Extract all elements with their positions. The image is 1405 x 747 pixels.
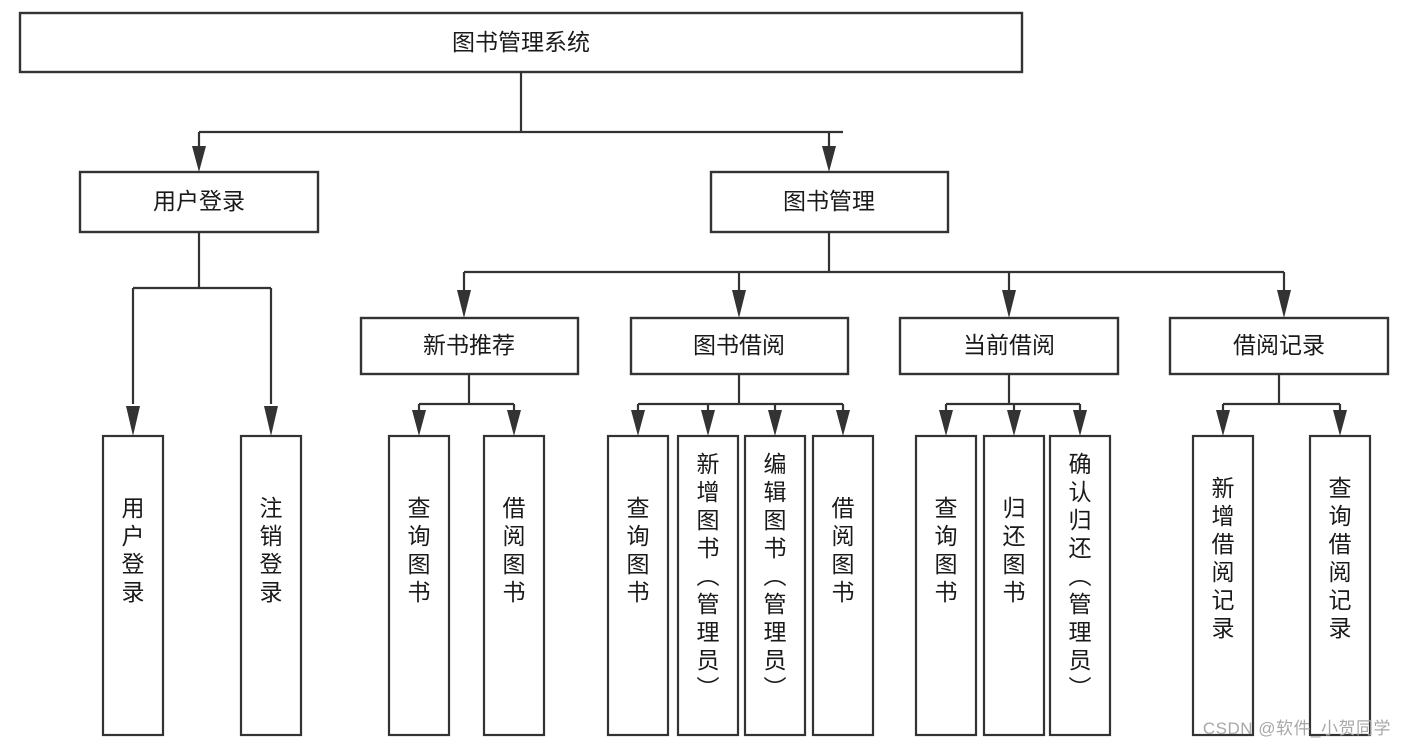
edge-login-trunk: [131, 232, 273, 404]
node-bookmgmt[interactable]: 图书管理: [709, 170, 950, 234]
node-leaf-7[interactable]: 编辑图书︵管理员︶: [743, 434, 807, 737]
node-leaf-2-label: 注销登录: [260, 495, 283, 605]
node-newbook-label: 新书推荐: [423, 332, 515, 358]
node-leaf-10-label: 归还图书: [1003, 495, 1026, 605]
edge-records-trunk: [1221, 374, 1342, 414]
node-newbook-box[interactable]: [359, 316, 580, 376]
node-leaf-1-box[interactable]: [101, 434, 165, 737]
arrowhead-to-current: [1002, 290, 1016, 318]
node-leaf-12-label: 新增借阅记录: [1212, 475, 1235, 641]
arrowhead-to-login: [192, 146, 206, 172]
node-leaf-4[interactable]: 借阅图书: [482, 434, 546, 737]
arrowhead-to-leaf-10: [1007, 410, 1021, 436]
node-leaf-3-label: 查询图书: [408, 495, 431, 605]
node-current[interactable]: 当前借阅: [898, 316, 1120, 376]
node-leaf-5[interactable]: 查询图书: [606, 434, 670, 737]
edge-borrow-trunk: [636, 374, 845, 414]
node-root[interactable]: 图书管理系统: [18, 11, 1024, 74]
arrowhead-to-leaf-8: [836, 410, 850, 436]
node-leaf-8[interactable]: 借阅图书: [811, 434, 875, 737]
arrowhead-to-leaf-4: [507, 410, 521, 436]
edge-root-trunk: [197, 72, 843, 156]
node-leaf-6-label: 新增图书︵管理员︶: [697, 451, 720, 701]
node-leaf-2-box[interactable]: [239, 434, 303, 737]
node-leaf-3-box[interactable]: [387, 434, 451, 737]
node-leaf-12[interactable]: 新增借阅记录: [1191, 434, 1255, 737]
arrowhead-to-leaf-9: [939, 410, 953, 436]
arrowhead-to-leaf-1: [126, 406, 140, 436]
node-leaf-3[interactable]: 查询图书: [387, 434, 451, 737]
node-leaf-10-box[interactable]: [982, 434, 1046, 737]
arrowhead-to-leaf-12: [1216, 410, 1230, 436]
node-leaf-4-label: 借阅图书: [503, 495, 526, 605]
edge-newbook-trunk: [417, 374, 516, 414]
node-borrow[interactable]: 图书借阅: [629, 316, 850, 376]
node-borrow-box[interactable]: [629, 316, 850, 376]
node-leaf-8-label: 借阅图书: [832, 495, 855, 605]
node-login-box[interactable]: [78, 170, 320, 234]
node-leaf-4-box[interactable]: [482, 434, 546, 737]
node-records[interactable]: 借阅记录: [1168, 316, 1390, 376]
node-records-label: 借阅记录: [1233, 332, 1325, 358]
arrowhead-to-bookmgmt: [822, 146, 836, 172]
arrowhead-to-leaf-13: [1333, 410, 1347, 436]
node-leaf-5-box[interactable]: [606, 434, 670, 737]
node-leaf-2[interactable]: 注销登录: [239, 434, 303, 737]
node-leaf-1-label: 用户登录: [122, 495, 145, 605]
node-leaf-11-box[interactable]: [1048, 434, 1112, 737]
edge-bookmgmt-trunk: [462, 232, 1286, 292]
arrowhead-to-records: [1277, 290, 1291, 318]
node-leaf-7-label: 编辑图书︵管理员︶: [764, 451, 787, 701]
edge-group: [126, 72, 1347, 436]
node-login[interactable]: 用户登录: [78, 170, 320, 234]
arrowhead-to-borrow: [732, 290, 746, 318]
node-records-box[interactable]: [1168, 316, 1390, 376]
node-bookmgmt-label: 图书管理: [783, 188, 875, 214]
node-current-label: 当前借阅: [963, 332, 1055, 358]
node-leaf-13-box[interactable]: [1308, 434, 1372, 737]
edge-current-trunk: [944, 374, 1082, 414]
node-leaf-6[interactable]: 新增图书︵管理员︶: [676, 434, 740, 737]
arrowhead-to-leaf-7: [768, 410, 782, 436]
arrowhead-to-leaf-11: [1073, 410, 1087, 436]
node-borrow-label: 图书借阅: [693, 332, 785, 358]
node-leaf-9[interactable]: 查询图书: [914, 434, 978, 737]
node-leaf-8-box[interactable]: [811, 434, 875, 737]
arrowhead-to-leaf-3: [412, 410, 426, 436]
node-leaf-13-label: 查询借阅记录: [1329, 475, 1352, 641]
node-leaf-6-box[interactable]: [676, 434, 740, 737]
node-leaf-13[interactable]: 查询借阅记录: [1308, 434, 1372, 737]
node-leaf-5-label: 查询图书: [627, 495, 650, 605]
node-leaf-9-label: 查询图书: [935, 495, 958, 605]
node-root-box[interactable]: [18, 11, 1024, 74]
node-leaf-12-box[interactable]: [1191, 434, 1255, 737]
arrowhead-to-leaf-5: [631, 410, 645, 436]
node-current-box[interactable]: [898, 316, 1120, 376]
node-bookmgmt-box[interactable]: [709, 170, 950, 234]
node-leaf-11-label: 确认归还︵管理员︶: [1069, 451, 1092, 701]
node-login-label: 用户登录: [153, 188, 245, 214]
arrowhead-to-leaf-6: [701, 410, 715, 436]
node-leaf-11[interactable]: 确认归还︵管理员︶: [1048, 434, 1112, 737]
arrowhead-to-newbook: [457, 290, 471, 318]
node-leaf-9-box[interactable]: [914, 434, 978, 737]
node-leaf-1[interactable]: 用户登录: [101, 434, 165, 737]
arrowhead-to-leaf-2: [264, 406, 278, 436]
node-root-label: 图书管理系统: [452, 29, 590, 55]
node-leaf-10[interactable]: 归还图书: [982, 434, 1046, 737]
node-leaf-7-box[interactable]: [743, 434, 807, 737]
node-newbook[interactable]: 新书推荐: [359, 316, 580, 376]
